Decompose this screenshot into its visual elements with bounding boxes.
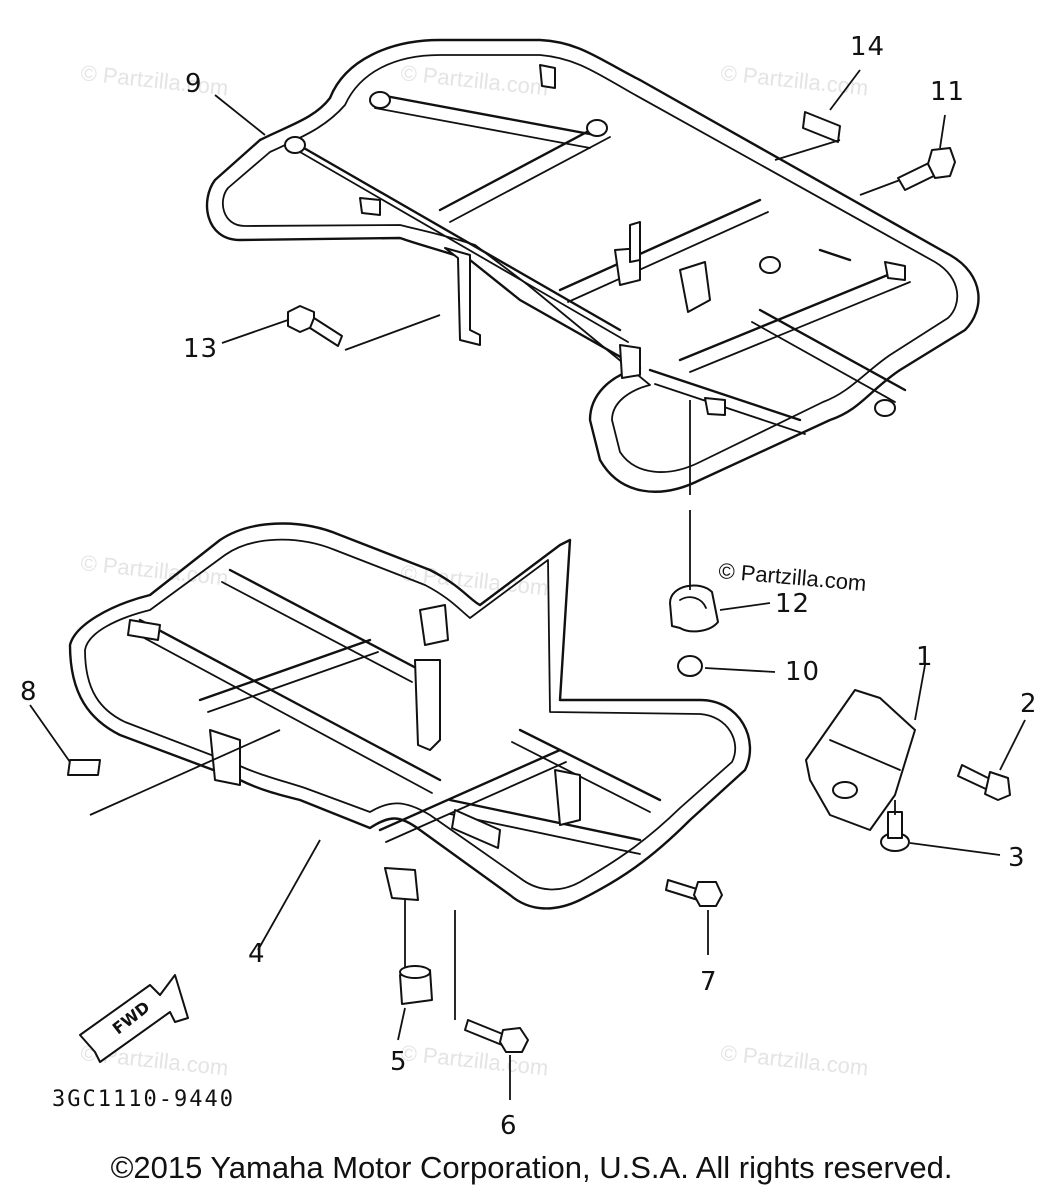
collar-5	[399, 965, 433, 1005]
bolt-6	[464, 1019, 529, 1053]
callout-2: 2	[1020, 689, 1038, 719]
callout-8: 8	[20, 677, 38, 707]
callout-11: 11	[930, 77, 965, 107]
leader-lines	[29, 69, 1026, 1100]
callout-10: 10	[785, 657, 820, 687]
bolt-7	[665, 879, 723, 907]
bolt-3	[880, 811, 910, 852]
bolt-2	[957, 764, 1011, 801]
rear-carrier-drawing	[205, 38, 980, 493]
callout-14: 14	[850, 32, 885, 62]
callout-1: 1	[916, 642, 934, 672]
front-carrier-drawing	[68, 522, 752, 910]
callout-6: 6	[500, 1111, 518, 1141]
collar-10	[677, 655, 703, 677]
bolt-13	[287, 305, 343, 347]
watermark: © Partzilla.com	[719, 60, 869, 100]
callout-5: 5	[390, 1047, 408, 1077]
copyright-notice: ©2015 Yamaha Motor Corporation, U.S.A. A…	[110, 1150, 953, 1185]
drawing-code: 3GC1110-9440	[52, 1087, 235, 1112]
watermark: © Partzilla.com	[79, 550, 229, 590]
label-sticker-8	[67, 759, 101, 776]
watermark: © Partzilla.com	[399, 60, 549, 100]
callout-4: 4	[248, 939, 266, 969]
watermark: © Partzilla.com	[719, 1040, 869, 1080]
bolt-11	[897, 147, 956, 191]
callout-9: 9	[185, 69, 203, 99]
bracket-1	[805, 689, 916, 831]
callout-labels: 1 2 3 4 5 6 7 8 9 10 11 12 13 14	[20, 32, 1038, 1141]
callout-12: 12	[775, 589, 810, 619]
label-sticker-14	[802, 111, 841, 143]
callout-13: 13	[183, 334, 218, 364]
watermark: © Partzilla.com	[79, 60, 229, 100]
watermark: © Partzilla.com	[399, 1040, 549, 1080]
callout-3: 3	[1008, 843, 1026, 873]
callout-7: 7	[700, 967, 718, 997]
clamp-12	[669, 584, 719, 633]
